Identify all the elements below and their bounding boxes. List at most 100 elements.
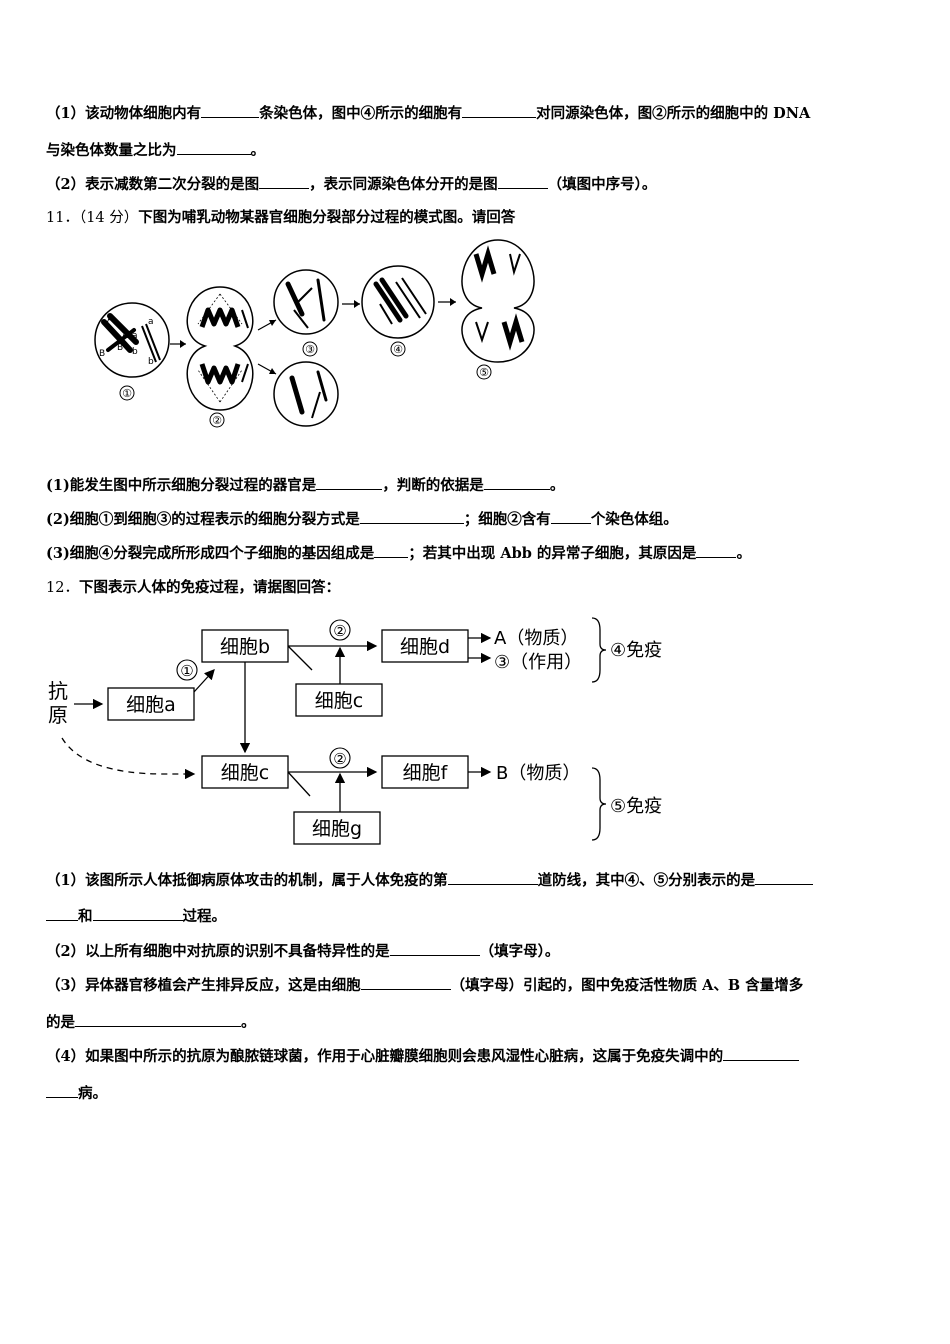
q12-s3-text-b: （填字母）引起的，图中免疫活性物质 A、B 含量增多 xyxy=(450,977,804,994)
q12-sub3-line2: 的是 。 xyxy=(46,1012,256,1033)
answer-blank[interactable] xyxy=(75,1012,241,1027)
q12-s4-text-a: （4）如果图中所示的抗原为酿脓链球菌，作用于心脏瓣膜细胞则会患风湿性心脏病，这属… xyxy=(46,1048,724,1065)
cell-3: ③ xyxy=(273,269,339,357)
cell-g-box xyxy=(293,811,381,845)
q12-s3-text-d: 。 xyxy=(241,1014,256,1031)
answer-blank[interactable] xyxy=(550,509,591,524)
cell-f-label: 细胞f xyxy=(403,762,449,784)
q10-p1-text-c: 对同源染色体，图②所示的细胞中的 DNA xyxy=(536,105,811,122)
q12-s1-text-d: 过程。 xyxy=(182,908,227,925)
answer-blank[interactable] xyxy=(497,174,548,189)
q12-s3-text-a: （3）异体器官移植会产生排异反应，这是由细胞 xyxy=(46,977,361,994)
q10-part1-line1: （1）该动物体细胞内有条染色体，图中④所示的细胞有对同源染色体，图②所示的细胞中… xyxy=(46,103,810,124)
q11-sub3: (3)细胞④分裂完成所形成四个子细胞的基因组成是 ；若其中出现 Abb 的异常子细… xyxy=(46,543,751,564)
q12-s1-text-c: 和 xyxy=(78,908,93,925)
cell-1: A A a a B B b b ① xyxy=(94,302,170,401)
answer-blank[interactable] xyxy=(316,475,383,490)
q10-p1-text-e: 。 xyxy=(250,142,266,159)
q11-s3-text-c: 。 xyxy=(736,545,751,562)
answer-blank[interactable] xyxy=(755,870,814,885)
cell-c-bottom-box xyxy=(201,755,289,789)
q10-p2-text-b: ，表示同源染色体分开的是图 xyxy=(309,176,498,193)
q11-stem-text: 下图为哺乳动物某器官细胞分裂部分过程的模式图。请回答 xyxy=(138,209,516,226)
q11-s3-text-b: ；若其中出现 Abb 的异常子细胞，其原因是 xyxy=(408,545,697,562)
cell-1-label: ① xyxy=(122,387,132,400)
q10-p2-text-a: （2）表示减数第二次分裂的是图 xyxy=(46,176,260,193)
q12-stem-text: 下图表示人体的免疫过程，请据图回答： xyxy=(78,579,340,596)
gene-label: a xyxy=(148,317,154,327)
answer-blank[interactable] xyxy=(483,475,550,490)
gene-label: B xyxy=(117,343,123,353)
answer-blank[interactable] xyxy=(201,103,260,118)
step-2-top-label: ② xyxy=(333,622,346,640)
q11-s3-text-a: (3)细胞④分裂完成所形成四个子细胞的基因组成是 xyxy=(46,545,375,562)
cell-g-label: 细胞g xyxy=(312,818,362,840)
q11-sub2: (2)细胞①到细胞③的过程表示的细胞分裂方式是；细胞②含有个染色体组。 xyxy=(46,509,678,530)
q12-s2-text-a: （2）以上所有细胞中对抗原的识别不具备特异性的是 xyxy=(46,943,390,960)
gene-label: b xyxy=(132,347,138,357)
q11-s2-text-b: ；细胞②含有 xyxy=(463,511,551,528)
cell-c-top-label: 细胞c xyxy=(315,690,363,712)
gene-label: a xyxy=(132,331,138,341)
q12-sub3-line1: （3）异体器官移植会产生排异反应，这是由细胞 （填字母）引起的，图中免疫活性物质 … xyxy=(46,975,803,996)
q12-number: 12． xyxy=(46,580,79,596)
q10-p2-text-c: （填图中序号）。 xyxy=(547,176,657,193)
answer-blank[interactable] xyxy=(359,509,464,524)
output-b-label: B（物质） xyxy=(496,763,580,784)
answer-blank[interactable] xyxy=(360,975,451,990)
q12-s4-text-b: 病。 xyxy=(78,1085,107,1102)
answer-blank[interactable] xyxy=(462,103,537,118)
answer-blank[interactable] xyxy=(374,543,409,558)
q11-s1-text-c: 。 xyxy=(549,477,565,494)
antigen-label-1: 抗 xyxy=(48,679,68,703)
step-1-label: ① xyxy=(180,662,193,680)
q10-p1-text-a: （1）该动物体细胞内有 xyxy=(46,105,202,122)
cell-c-bottom-label: 细胞c xyxy=(221,762,269,784)
answer-blank[interactable] xyxy=(447,870,538,885)
q10-p1-text-d: 与染色体数量之比为 xyxy=(46,142,177,159)
q11-stem: 11．（14 分）下图为哺乳动物某器官细胞分裂部分过程的模式图。请回答 xyxy=(46,208,515,228)
q12-s1-text-a: （1）该图所示人体抵御病原体攻击的机制，属于人体免疫的第 xyxy=(46,872,448,889)
cell-2: ② xyxy=(186,286,254,428)
cell-f-box xyxy=(381,755,469,789)
answer-blank[interactable] xyxy=(46,906,78,921)
answer-blank[interactable] xyxy=(176,140,251,155)
q12-sub4-line1: （4）如果图中所示的抗原为酿脓链球菌，作用于心脏瓣膜细胞则会患风湿性心脏病，这属… xyxy=(46,1046,800,1067)
immune-process-diagram: 抗 原 细胞a ① 细胞b ② 细胞c 细胞d A（物质） ③（作用） ④免疫 … xyxy=(48,617,662,845)
q12-s3-text-c: 的是 xyxy=(46,1014,75,1031)
answer-blank[interactable] xyxy=(389,941,480,956)
cell-4-label: ④ xyxy=(393,343,403,356)
q11-sub1: (1)能发生图中所示细胞分裂过程的器官是，判断的依据是。 xyxy=(46,475,564,496)
cell-3-label: ③ xyxy=(305,343,315,356)
q11-s1-text-b: ，判断的依据是 xyxy=(382,477,484,494)
q12-sub2: （2）以上所有细胞中对抗原的识别不具备特异性的是（填字母）。 xyxy=(46,941,559,962)
cell-a-box xyxy=(107,687,195,721)
answer-blank[interactable] xyxy=(259,174,310,189)
immune-5-label: ⑤免疫 xyxy=(610,796,662,817)
gene-label: A xyxy=(122,331,129,341)
q12-stem: 12．下图表示人体的免疫过程，请据图回答： xyxy=(46,578,340,598)
antigen-label-2: 原 xyxy=(48,703,68,727)
cell-division-figure: A A a a B B b b ① ② ③ xyxy=(94,239,535,428)
gene-label: A xyxy=(107,315,114,325)
gene-label: b xyxy=(148,357,154,367)
cell-c-top-box xyxy=(295,683,383,717)
cell-2-label: ② xyxy=(212,414,222,427)
answer-blank[interactable] xyxy=(92,906,183,921)
cell-d-box xyxy=(381,629,469,663)
cell-5-label: ⑤ xyxy=(479,366,489,379)
answer-blank[interactable] xyxy=(696,543,737,558)
output-a-label: A（物质） xyxy=(494,628,578,649)
cell-5: ⑤ xyxy=(461,239,535,380)
answer-blank[interactable] xyxy=(723,1046,800,1061)
cell-d-label: 细胞d xyxy=(400,636,450,658)
q12-sub4-line2: 病。 xyxy=(46,1083,107,1104)
answer-blank[interactable] xyxy=(46,1083,78,1098)
q10-part1-line2: 与染色体数量之比为 。 xyxy=(46,140,265,161)
cell-a-label: 细胞a xyxy=(126,694,176,716)
gene-label: B xyxy=(99,349,105,359)
q12-sub1-line2: 和 过程。 xyxy=(46,906,226,927)
cell-b-label: 细胞b xyxy=(220,636,270,658)
q11-s2-text-a: (2)细胞①到细胞③的过程表示的细胞分裂方式是 xyxy=(46,511,360,528)
q11-number: 11．（14 分） xyxy=(46,210,139,226)
